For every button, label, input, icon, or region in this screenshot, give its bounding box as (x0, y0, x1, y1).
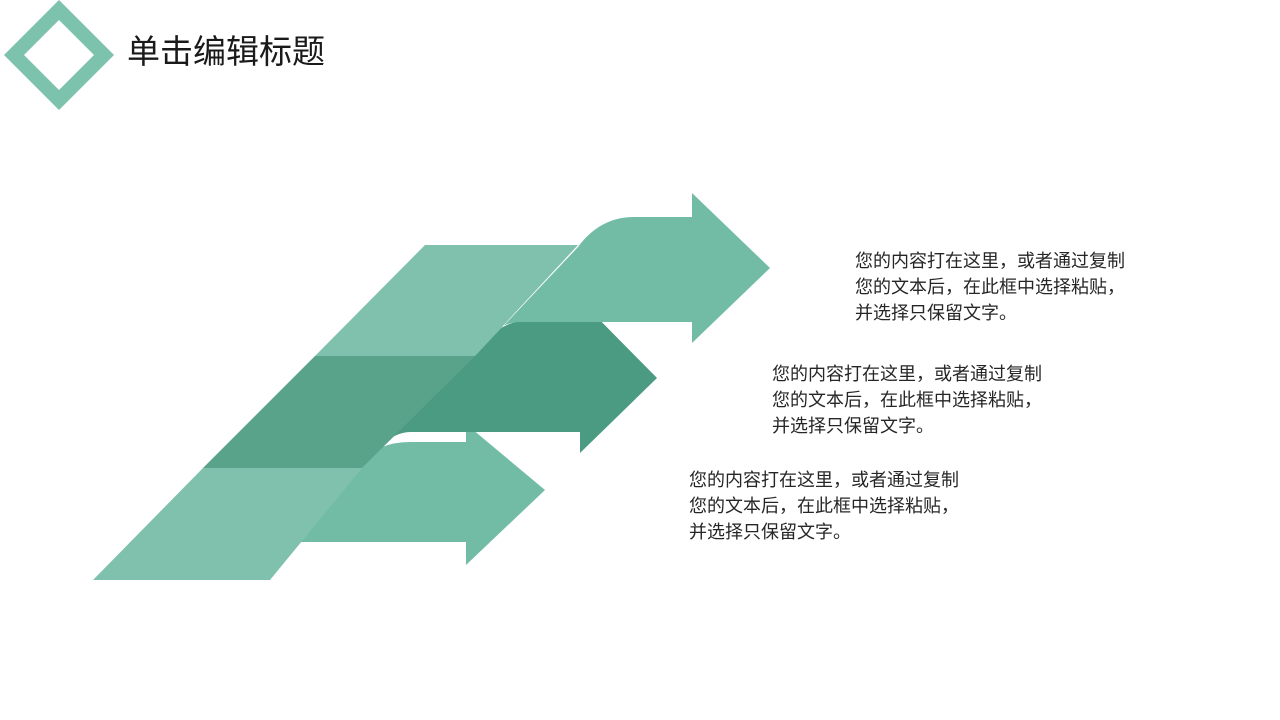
text-block-3[interactable]: 您的内容打在这里，或者通过复制 您的文本后，在此框中选择粘贴， 并选择只保留文字… (689, 468, 959, 546)
diamond-outline-icon (4, 0, 114, 110)
text-line: 您的文本后，在此框中选择粘贴， (689, 496, 959, 517)
text-line: 并选择只保留文字。 (689, 522, 851, 543)
slide-title[interactable]: 单击编辑标题 (127, 32, 325, 71)
text-line: 您的内容打在这里，或者通过复制 (772, 364, 1042, 385)
text-line: 您的内容打在这里，或者通过复制 (855, 251, 1125, 272)
text-line: 您的内容打在这里，或者通过复制 (689, 470, 959, 491)
text-line: 并选择只保留文字。 (855, 303, 1017, 324)
band-middle (203, 356, 475, 468)
arrow-middle (360, 300, 657, 468)
text-line: 并选择只保留文字。 (772, 416, 934, 437)
band-top (315, 245, 578, 356)
arrow-bottom (272, 424, 545, 565)
band-bottom (93, 468, 362, 580)
text-block-1[interactable]: 您的内容打在这里，或者通过复制 您的文本后，在此框中选择粘贴， 并选择只保留文字… (855, 249, 1125, 327)
arrow-top (475, 193, 770, 356)
text-line: 您的文本后，在此框中选择粘贴， (855, 277, 1125, 298)
text-block-2[interactable]: 您的内容打在这里，或者通过复制 您的文本后，在此框中选择粘贴， 并选择只保留文字… (772, 362, 1042, 440)
text-line: 您的文本后，在此框中选择粘贴， (772, 390, 1042, 411)
